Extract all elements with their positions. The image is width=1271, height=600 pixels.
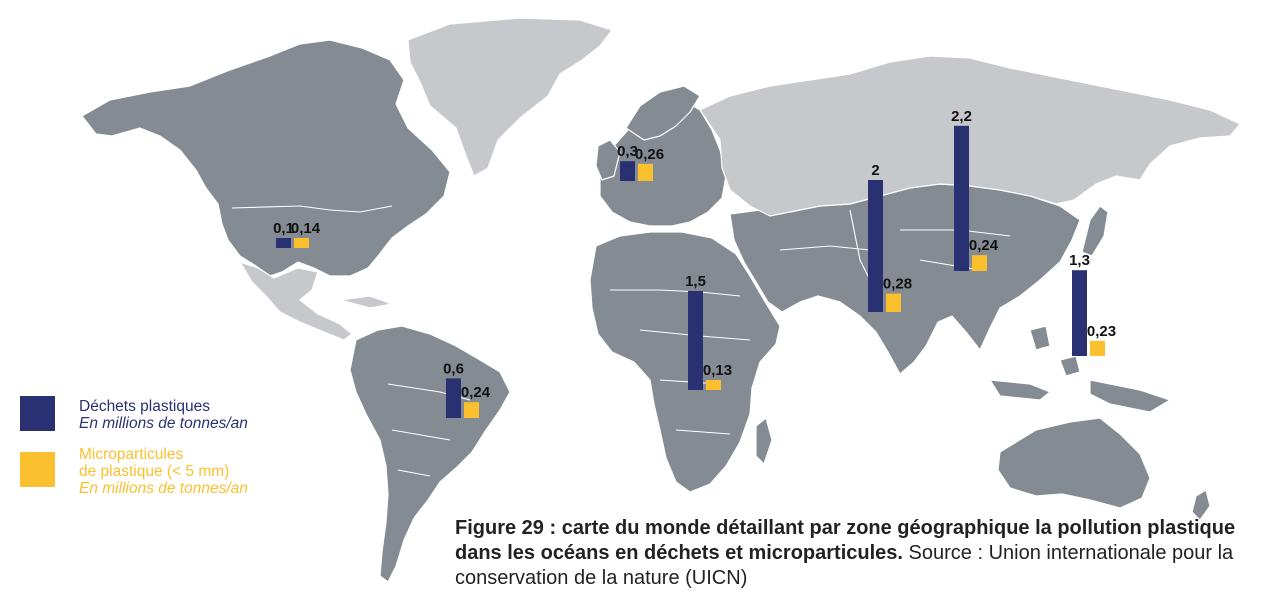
japan: [1081, 205, 1109, 257]
label-waste-east-asia: 2,2: [951, 108, 972, 125]
label-waste-north-america: 0,1: [273, 220, 294, 237]
label-micro-south-asia: 0,28: [883, 276, 912, 293]
label-waste-south-asia: 2: [871, 162, 879, 179]
bar-micro-south-america: [464, 402, 479, 418]
bar-waste-southeast-asia: [1072, 270, 1087, 356]
bar-waste-south-asia: [868, 180, 883, 312]
uk-ireland: [595, 139, 621, 181]
bar-micro-east-asia: [972, 255, 987, 271]
greenland: [407, 17, 613, 177]
label-micro-south-america: 0,24: [461, 384, 491, 401]
legend-micro-title-1: Microparticules: [79, 446, 184, 463]
south-america: [349, 325, 511, 583]
bar-micro-europe-north: [638, 163, 653, 181]
legend-item-micro: Microparticules de plastique (< 5 mm) En…: [20, 446, 320, 516]
australia: [997, 417, 1151, 509]
caption-source: Source : Union internationale pour la co…: [455, 542, 1234, 589]
russia: [699, 55, 1241, 217]
caribbean: [339, 295, 393, 309]
bar-waste-africa: [688, 291, 703, 390]
bar-micro-africa: [706, 380, 721, 390]
legend-micro-unit: En millions de tonnes/an: [79, 480, 248, 497]
legend-swatch-waste: [20, 396, 55, 431]
label-waste-south-america: 0,6: [443, 360, 464, 377]
label-micro-africa: 0,13: [703, 362, 732, 379]
bars-layer: 0,10,14 0,6 0,24 0,30,26 1,5 0,13 2 0,28 2,2 0,24…: [273, 108, 1116, 418]
bar-waste-east-asia: [954, 125, 969, 271]
legend-waste-unit: En millions de tonnes/an: [79, 415, 248, 432]
north-america: [81, 39, 451, 277]
legend-waste-title: Déchets plastiques: [79, 398, 210, 415]
legend-micro-title-2: de plastique (< 5 mm): [79, 463, 230, 480]
new-zealand: [1191, 489, 1211, 521]
label-waste-southeast-asia: 1,3: [1069, 252, 1090, 269]
bar-micro-south-asia: [886, 293, 901, 312]
label-micro-europe-north: 0,26: [635, 146, 664, 163]
legend-item-waste: Déchets plastiques En millions de tonnes…: [20, 396, 320, 456]
bar-waste-south-america: [446, 378, 461, 418]
bar-waste-north-america: [276, 238, 291, 248]
bar-micro-southeast-asia: [1090, 340, 1105, 356]
legend-swatch-micro: [20, 452, 55, 487]
label-micro-east-asia: 0,24: [969, 237, 999, 254]
figure-caption: Figure 29 : carte du monde détaillant pa…: [455, 516, 1255, 591]
legend: Déchets plastiques En millions de tonnes…: [20, 396, 320, 516]
label-micro-southeast-asia: 0,23: [1087, 323, 1116, 340]
southeast-asia: [989, 325, 1171, 413]
caption-bold: Figure 29 : carte du monde détaillant pa…: [455, 517, 1236, 564]
label-waste-africa: 1,5: [685, 273, 706, 290]
bar-waste-europe-north: [620, 161, 635, 181]
central-america: [239, 261, 353, 341]
africa: [589, 231, 781, 493]
scandinavia: [625, 85, 701, 141]
label-waste-europe-north: 0,3: [617, 143, 638, 160]
madagascar: [755, 417, 773, 465]
bar-micro-north-america: [294, 238, 309, 248]
label-micro-north-america: 0,14: [291, 220, 321, 237]
